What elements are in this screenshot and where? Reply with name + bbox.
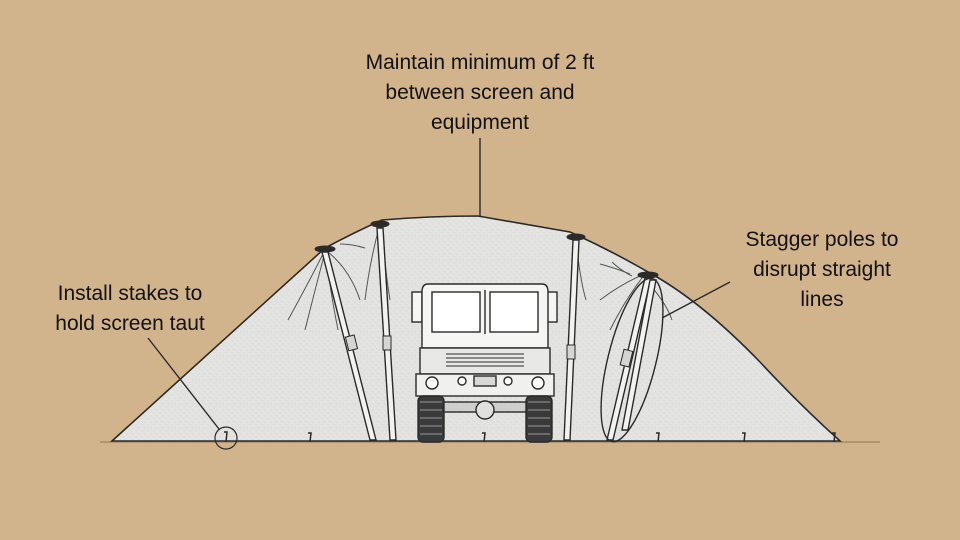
stake-icon: [656, 432, 660, 443]
stake-highlight-circle: [214, 426, 238, 450]
leader-line-left: [147, 337, 220, 430]
pole-sleeves: [344, 334, 634, 368]
stagger-highlight-ellipse: [600, 277, 664, 443]
leader-line-right: [661, 281, 731, 319]
ground-stakes: [224, 431, 836, 443]
pole-left-inner: [376, 227, 397, 441]
callout-install-stakes: Install stakes to hold screen taut: [55, 282, 205, 335]
stake-icon: [224, 431, 228, 443]
stake-icon: [742, 432, 746, 443]
stake-icon: [308, 432, 312, 443]
callout-screen-distance: Maintain minimum of 2 ft between screen …: [365, 51, 595, 134]
truck-icon: [411, 283, 558, 443]
callout-stagger-poles: Stagger poles to disrupt straight lines: [745, 228, 899, 311]
stake-icon: [482, 432, 486, 443]
stake-icon: [832, 432, 836, 443]
